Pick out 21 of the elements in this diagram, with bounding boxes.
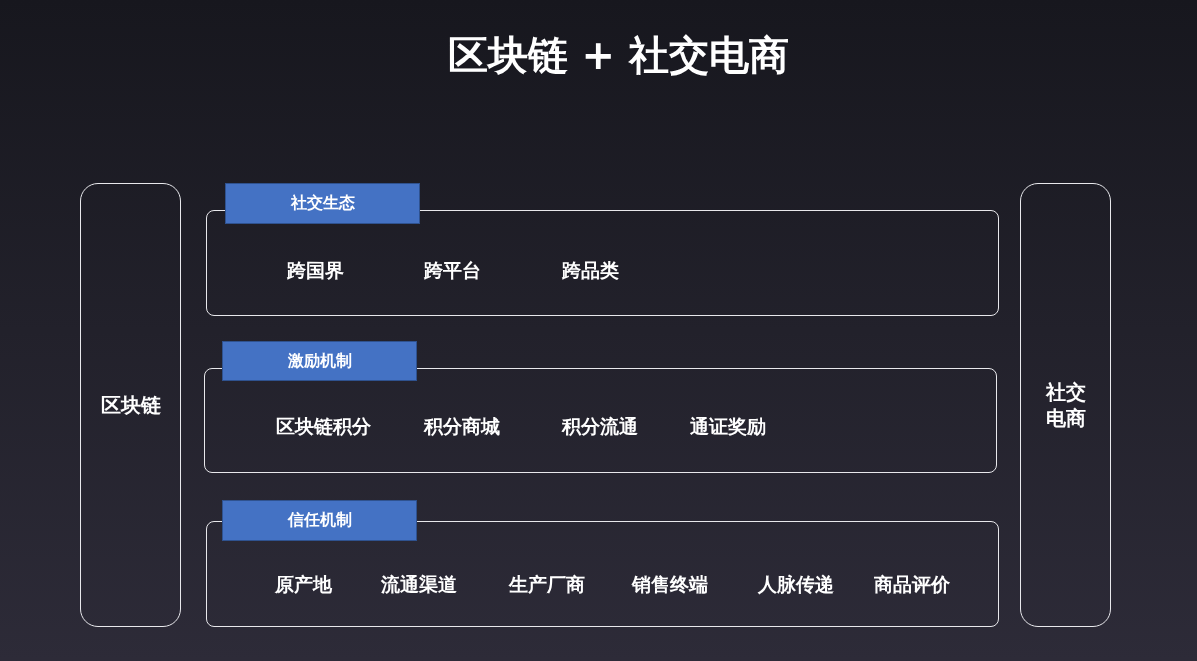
item-label: 积分商城 [423, 415, 500, 438]
item-label: 区块链积分 [275, 415, 371, 438]
group-box [206, 210, 999, 316]
header-tab: 激励机制 [222, 341, 417, 381]
item-label: 通证奖励 [689, 415, 766, 438]
item-label: 跨国界 [286, 259, 344, 282]
item-label: 跨平台 [423, 259, 481, 282]
item-label: 生产厂商 [508, 573, 585, 596]
rounded-box: 区块链 [80, 183, 181, 627]
title: 区块链 + 社交电商 [447, 31, 789, 79]
item-label: 积分流通 [561, 415, 638, 438]
group-box [204, 368, 997, 473]
rounded-box: 社交电商 [1020, 183, 1111, 627]
item-label: 销售终端 [631, 573, 708, 596]
item-label: 商品评价 [873, 573, 950, 596]
item-label: 原产地 [274, 573, 332, 596]
header-tab: 社交生态 [225, 183, 420, 224]
item-label: 人脉传递 [757, 573, 834, 596]
item-label: 流通渠道 [380, 573, 457, 596]
item-label: 跨品类 [561, 259, 619, 282]
header-tab: 信任机制 [222, 500, 417, 541]
